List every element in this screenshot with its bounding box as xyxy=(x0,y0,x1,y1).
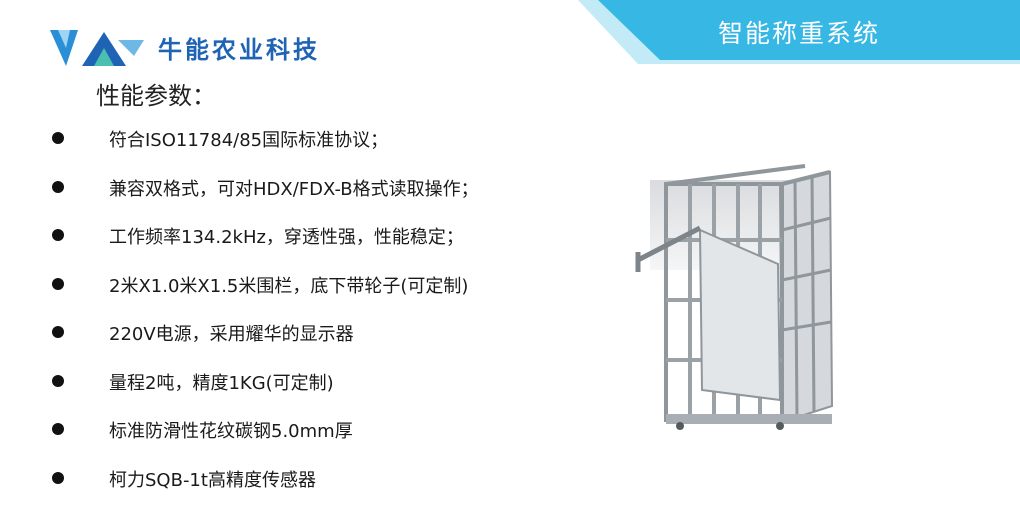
list-item: 柯力SQB-1t高精度传感器 xyxy=(52,458,612,506)
list-item: 标准防滑性花纹碳钢5.0mm厚 xyxy=(52,409,612,458)
bullet-icon xyxy=(52,375,64,387)
company-logo: 牛能农业科技 xyxy=(48,26,348,70)
spec-list: 符合ISO11784/85国际标准协议； 兼容双格式，可对HDX/FDX-B格式… xyxy=(52,118,612,506)
company-name: 牛能农业科技 xyxy=(158,30,320,65)
bullet-icon xyxy=(52,423,64,435)
spec-text: 2米X1.0米X1.5米围栏，底下带轮子(可定制) xyxy=(109,272,468,298)
product-photo xyxy=(630,160,840,430)
spec-text: 柯力SQB-1t高精度传感器 xyxy=(109,466,316,492)
list-item: 220V电源，采用耀华的显示器 xyxy=(52,312,612,361)
spec-text: 兼容双格式，可对HDX/FDX-B格式读取操作； xyxy=(109,175,479,201)
weighing-cage-icon xyxy=(630,160,840,430)
spec-text: 220V电源，采用耀华的显示器 xyxy=(109,320,354,346)
spec-text: 工作频率134.2kHz，穿透性强，性能稳定； xyxy=(109,223,464,249)
header-banner: 智能称重系统 xyxy=(578,0,1020,64)
list-item: 2米X1.0米X1.5米围栏，底下带轮子(可定制) xyxy=(52,264,612,313)
bullet-icon xyxy=(52,181,64,193)
list-item: 符合ISO11784/85国际标准协议； xyxy=(52,118,612,167)
spec-text: 符合ISO11784/85国际标准协议； xyxy=(109,126,388,152)
section-title: 性能参数： xyxy=(96,76,216,111)
list-item: 量程2吨，精度1KG(可定制) xyxy=(52,361,612,410)
bullet-icon xyxy=(52,132,64,144)
bullet-icon xyxy=(52,229,64,241)
bullet-icon xyxy=(52,326,64,338)
bullet-icon xyxy=(52,472,64,484)
spec-text: 标准防滑性花纹碳钢5.0mm厚 xyxy=(109,417,353,443)
logo-mark-icon xyxy=(48,26,148,70)
list-item: 兼容双格式，可对HDX/FDX-B格式读取操作； xyxy=(52,167,612,216)
spec-text: 量程2吨，精度1KG(可定制) xyxy=(109,369,334,395)
list-item: 工作频率134.2kHz，穿透性强，性能稳定； xyxy=(52,215,612,264)
bullet-icon xyxy=(52,278,64,290)
banner-title: 智能称重系统 xyxy=(718,14,880,50)
